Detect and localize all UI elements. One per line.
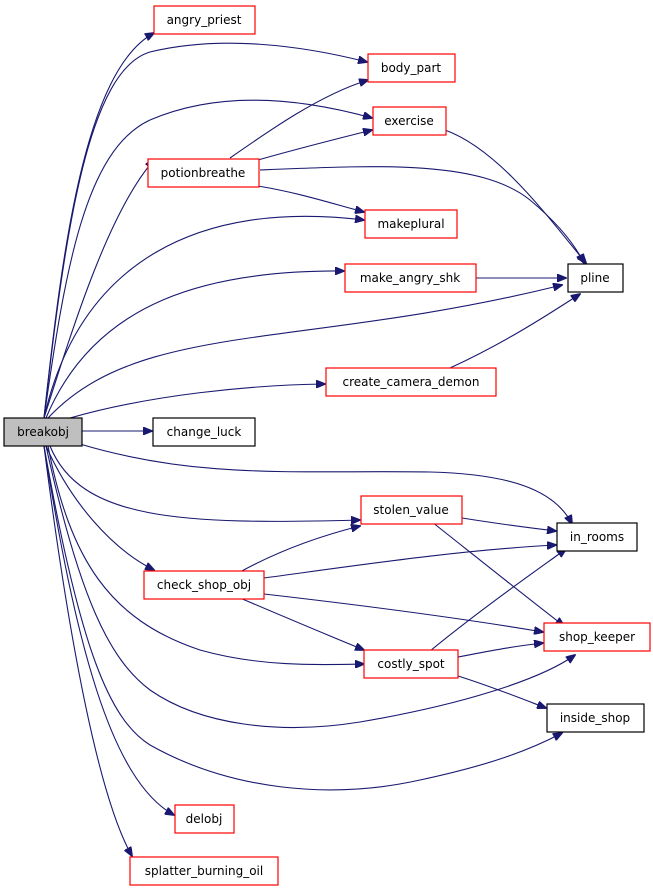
edge-breakobj-in_rooms xyxy=(79,443,572,524)
node-label: angry_priest xyxy=(167,13,242,27)
edge-breakobj-delobj xyxy=(43,445,174,815)
node-label: stolen_value xyxy=(373,503,448,517)
node-label: body_part xyxy=(381,61,442,75)
node-breakobj[interactable]: breakobj xyxy=(3,417,83,447)
edge-potionbreathe-exercise xyxy=(257,130,372,161)
edge-breakobj-inside_shop xyxy=(43,445,562,791)
node-label: delobj xyxy=(186,812,223,826)
edge-costly_spot-inside_shop xyxy=(457,675,546,708)
edge-costly_spot-in_rooms xyxy=(429,549,566,652)
node-label: shop_keeper xyxy=(559,630,635,644)
edge-breakobj-shop_keeper xyxy=(45,445,575,729)
edge-potionbreathe-body_part xyxy=(229,80,368,159)
node-delobj[interactable]: delobj xyxy=(174,804,235,834)
edge-create_camera_demon-pline xyxy=(449,294,580,369)
edge-potionbreathe-pline xyxy=(259,166,584,263)
node-check_shop_obj[interactable]: check_shop_obj xyxy=(143,570,265,600)
edge-breakobj-makeplural xyxy=(43,216,364,419)
node-label: costly_spot xyxy=(377,657,445,671)
edge-breakobj-exercise xyxy=(43,99,372,419)
node-make_angry_shk[interactable]: make_angry_shk xyxy=(344,263,477,293)
edge-stolen_value-shop_keeper xyxy=(431,521,564,626)
edge-check_shop_obj-shop_keeper xyxy=(263,593,543,632)
edge-exercise-pline xyxy=(444,129,586,263)
node-label: make_angry_shk xyxy=(360,271,460,285)
node-splatter_burning_oil[interactable]: splatter_burning_oil xyxy=(129,856,279,886)
nodes: breakobj angry_priest body_part exercise… xyxy=(3,5,651,886)
edge-breakobj-stolen_value xyxy=(49,445,360,521)
edge-check_shop_obj-in_rooms xyxy=(263,545,556,579)
node-label: makeplural xyxy=(377,217,444,231)
node-label: create_camera_demon xyxy=(342,375,479,389)
node-body_part[interactable]: body_part xyxy=(367,53,456,83)
node-label: check_shop_obj xyxy=(157,578,251,592)
edges xyxy=(43,33,586,856)
node-inside_shop[interactable]: inside_shop xyxy=(546,703,645,733)
edge-potionbreathe-makeplural xyxy=(257,185,364,212)
node-shop_keeper[interactable]: shop_keeper xyxy=(543,622,651,652)
edge-breakobj-pline xyxy=(47,285,562,419)
edge-breakobj-check_shop_obj xyxy=(45,445,154,570)
node-label: breakobj xyxy=(17,425,69,439)
node-change_luck[interactable]: change_luck xyxy=(152,417,256,447)
node-makeplural[interactable]: makeplural xyxy=(364,209,458,239)
node-in_rooms[interactable]: in_rooms xyxy=(556,522,638,552)
node-label: change_luck xyxy=(167,425,242,439)
node-pline[interactable]: pline xyxy=(567,263,624,293)
node-label: inside_shop xyxy=(560,711,630,725)
node-label: potionbreathe xyxy=(161,166,246,180)
node-create_camera_demon[interactable]: create_camera_demon xyxy=(325,367,497,397)
edge-stolen_value-in_rooms xyxy=(461,517,556,531)
edge-breakobj-body_part xyxy=(43,42,367,419)
edge-breakobj-angry_priest xyxy=(43,33,154,419)
node-stolen_value[interactable]: stolen_value xyxy=(360,495,463,525)
node-label: pline xyxy=(580,271,609,285)
edge-breakobj-create_camera_demon xyxy=(69,384,325,419)
node-costly_spot[interactable]: costly_spot xyxy=(363,649,459,679)
node-label: splatter_burning_oil xyxy=(145,864,263,878)
node-label: exercise xyxy=(384,114,434,128)
edge-breakobj-costly_spot xyxy=(47,445,364,665)
edge-breakobj-potionbreathe xyxy=(43,160,154,419)
edge-breakobj-make_angry_shk xyxy=(45,271,344,419)
edge-costly_spot-shop_keeper xyxy=(457,643,543,658)
edge-check_shop_obj-stolen_value xyxy=(239,526,360,573)
node-potionbreathe[interactable]: potionbreathe xyxy=(147,158,260,188)
edge-breakobj-splatter_burning_oil xyxy=(43,445,132,856)
node-angry_priest[interactable]: angry_priest xyxy=(153,5,256,35)
node-label: in_rooms xyxy=(570,530,624,544)
node-exercise[interactable]: exercise xyxy=(372,106,447,136)
edge-check_shop_obj-costly_spot xyxy=(239,597,364,650)
